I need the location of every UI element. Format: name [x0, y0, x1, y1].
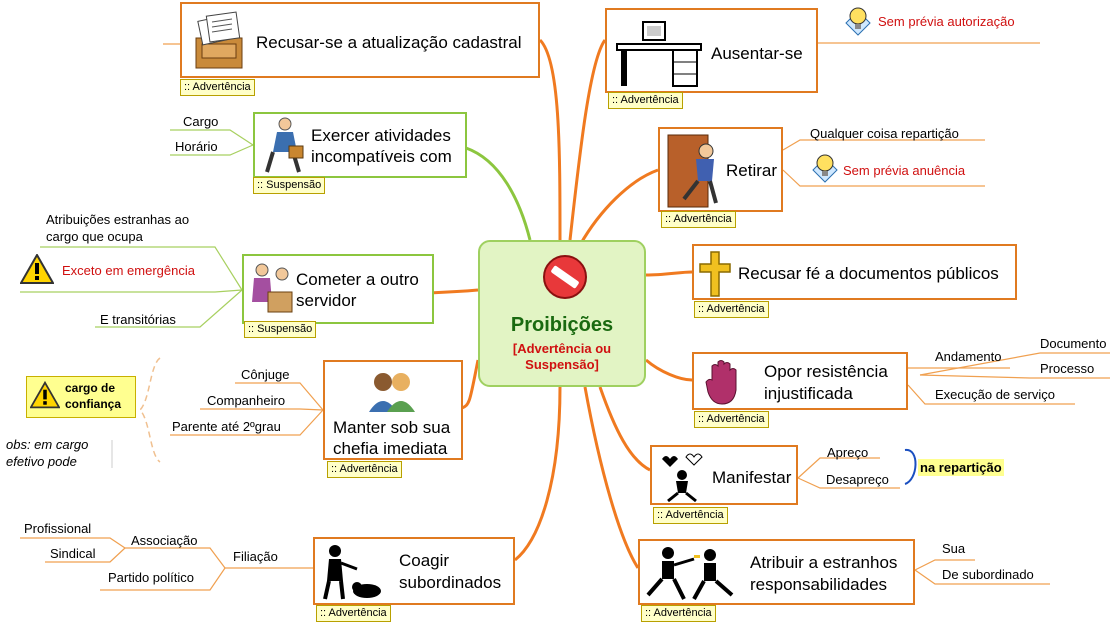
node-text-line2: servidor — [296, 291, 356, 311]
tag-advertencia: :: Advertência — [327, 461, 402, 478]
node-text-line1: Exercer atividades — [311, 126, 451, 146]
label-desapreco: Desapreço — [826, 472, 889, 487]
label-andamento: Andamento — [935, 349, 1002, 364]
node-text: Ausentar-se — [711, 44, 803, 64]
node-ausentar-se[interactable]: Ausentar-se — [605, 8, 818, 93]
node-text-line1: Cometer a outro — [296, 270, 419, 290]
node-text: Manifestar — [712, 468, 791, 488]
node-text: Retirar — [726, 161, 777, 181]
label-sua: Sua — [942, 541, 965, 556]
central-subtitle: [Advertência ou Suspensão] — [480, 341, 644, 373]
label-cargo-confianca-2: confiança — [65, 397, 121, 411]
node-exercer-atividades[interactable]: Exercer atividades incompatíveis com — [253, 112, 467, 178]
central-topic[interactable]: Proibições [Advertência ou Suspensão] — [478, 240, 646, 387]
label-obs-1: obs: em cargo — [6, 437, 88, 452]
stop-hand-icon — [704, 358, 744, 408]
file-cabinet-icon — [190, 10, 250, 72]
tag-suspensao: :: Suspensão — [253, 177, 325, 194]
couple-icon — [367, 368, 417, 414]
label-atribuicoes-2: cargo que ocupa — [46, 229, 143, 244]
label-exceto-emergencia: Exceto em emergência — [62, 263, 195, 278]
office-workers-icon — [248, 260, 294, 318]
node-text: Recusar fé a documentos públicos — [738, 264, 999, 284]
node-retirar[interactable]: Retirar — [658, 127, 783, 212]
node-manifestar[interactable]: Manifestar — [650, 445, 798, 505]
node-coagir-subordinados[interactable]: Coagir subordinados — [313, 537, 515, 605]
tag-advertencia: :: Advertência — [694, 301, 769, 318]
label-atribuicoes-1: Atribuições estranhas ao — [46, 212, 189, 227]
label-na-reparticao: na repartição — [918, 459, 1004, 476]
cargo-confianca-box: cargo de confiança — [26, 376, 136, 418]
node-cometer-servidor[interactable]: Cometer a outro servidor — [242, 254, 434, 324]
label-qualquer-coisa: Qualquer coisa repartição — [810, 126, 959, 141]
node-opor-resistencia[interactable]: Opor resistência injustificada — [692, 352, 908, 410]
relay-runners-icon — [644, 545, 740, 603]
label-parente: Parente até 2ºgrau — [172, 419, 281, 434]
label-sem-previa-autorizacao: Sem prévia autorização — [878, 14, 1015, 29]
label-cargo-confianca-1: cargo de — [65, 381, 115, 395]
businessman-icon — [259, 116, 307, 176]
boss-icon — [319, 543, 383, 601]
label-associacao: Associação — [131, 533, 197, 548]
tag-advertencia: :: Advertência — [608, 92, 683, 109]
tag-suspensao: :: Suspensão — [244, 321, 316, 338]
label-conjuge: Cônjuge — [241, 367, 289, 382]
label-filiacao: Filiação — [233, 549, 278, 564]
node-text-line2: subordinados — [399, 573, 501, 593]
label-cargo: Cargo — [183, 114, 218, 129]
desk-icon — [613, 16, 705, 90]
node-text-line2: chefia imediata — [333, 439, 447, 459]
node-text-line2: responsabilidades — [750, 575, 887, 595]
fighters-icon — [656, 451, 706, 503]
warning-icon — [30, 381, 60, 409]
label-documento: Documento — [1040, 336, 1106, 351]
node-text-line2: injustificada — [764, 384, 853, 404]
label-horario: Horário — [175, 139, 218, 154]
node-text-line1: Manter sob sua — [333, 418, 450, 438]
cross-icon — [698, 250, 732, 298]
label-partido: Partido político — [108, 570, 194, 585]
label-de-subordinado: De subordinado — [942, 567, 1034, 582]
tag-advertencia: :: Advertência — [653, 507, 728, 524]
node-manter-chefia[interactable]: Manter sob sua chefia imediata — [323, 360, 463, 460]
node-text-line1: Coagir — [399, 551, 449, 571]
tag-advertencia: :: Advertência — [180, 79, 255, 96]
node-text-line2: incompatíveis com — [311, 147, 452, 167]
label-sem-previa-anuencia: Sem prévia anuência — [843, 163, 965, 178]
tag-advertencia: :: Advertência — [694, 411, 769, 428]
label-transitorias: E transitórias — [100, 312, 176, 327]
node-text-line1: Atribuir a estranhos — [750, 553, 897, 573]
label-companheiro: Companheiro — [207, 393, 285, 408]
label-obs-2: efetivo pode — [6, 454, 77, 469]
tag-advertencia: :: Advertência — [661, 211, 736, 228]
node-recusar-cadastral[interactable]: Recusar-se a atualização cadastral — [180, 2, 540, 78]
no-entry-icon — [542, 254, 588, 300]
label-profissional: Profissional — [24, 521, 91, 536]
lightbulb-icon — [845, 5, 871, 37]
central-title: Proibições — [480, 314, 644, 337]
tag-advertencia: :: Advertência — [316, 605, 391, 622]
label-sindical: Sindical — [50, 546, 96, 561]
node-atribuir-estranhos[interactable]: Atribuir a estranhos responsabilidades — [638, 539, 915, 605]
tag-advertencia: :: Advertência — [641, 605, 716, 622]
label-execucao: Execução de serviço — [935, 387, 1055, 402]
label-processo: Processo — [1040, 361, 1094, 376]
label-apreco: Apreço — [827, 445, 868, 460]
node-recusar-fe[interactable]: Recusar fé a documentos públicos — [692, 244, 1017, 300]
node-text: Recusar-se a atualização cadastral — [256, 33, 522, 53]
node-text-line1: Opor resistência — [764, 362, 888, 382]
thief-icon — [662, 133, 726, 209]
warning-icon — [20, 254, 54, 284]
lightbulb-icon — [812, 152, 838, 184]
